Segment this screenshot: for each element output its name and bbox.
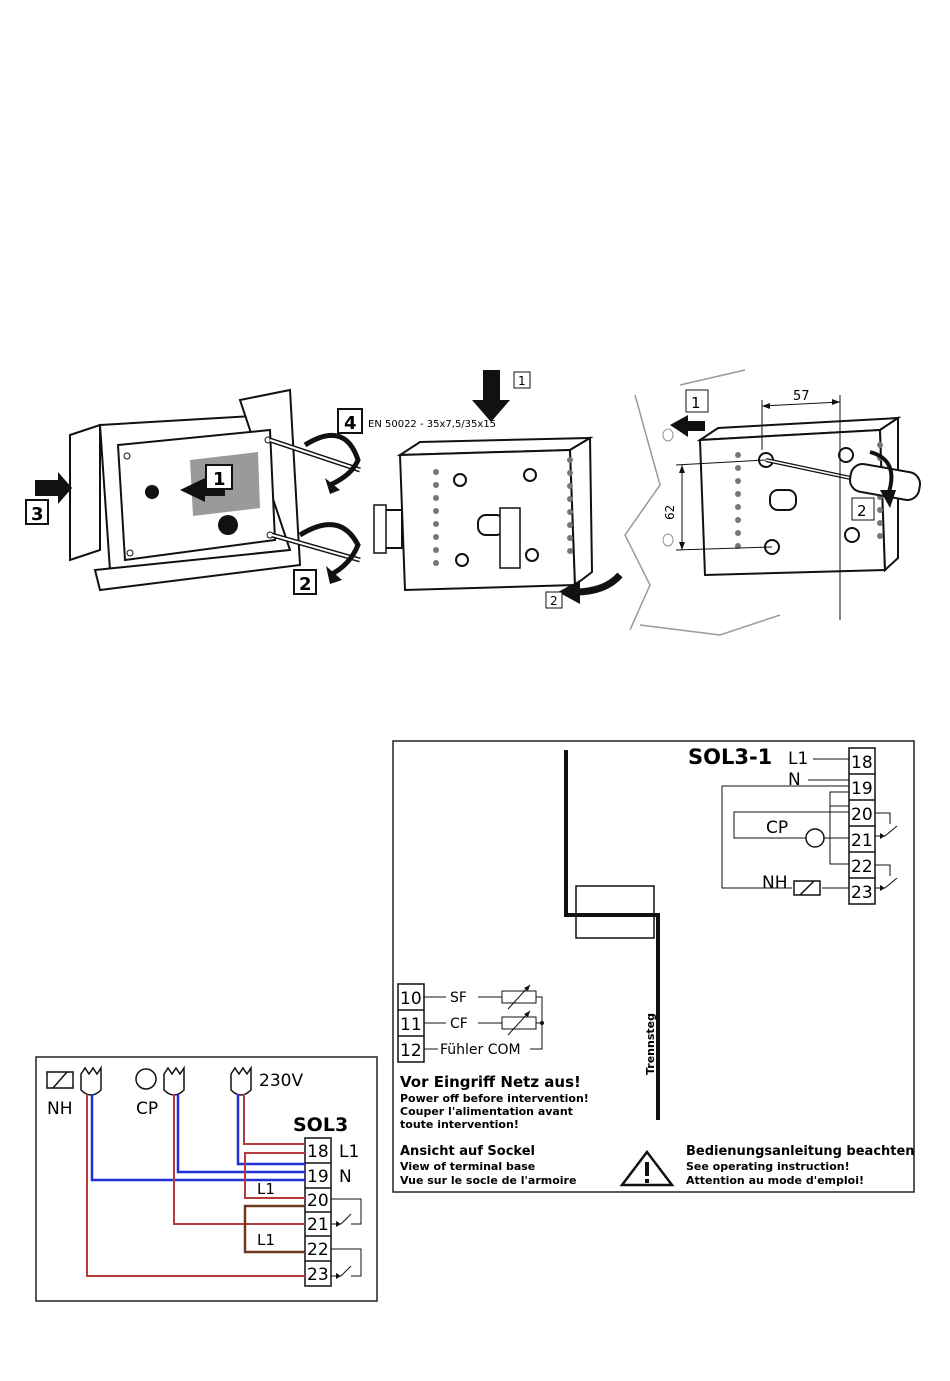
- terminal-10: 10: [400, 989, 422, 1009]
- step-label: 2: [299, 574, 312, 595]
- blue-wires: [90, 1094, 305, 1182]
- trennsteg-label: Trennsteg: [644, 1013, 657, 1075]
- step-label: 2: [857, 502, 867, 520]
- sol3-wiring-diagram: NH CP 230V SOL3 18 19 20 21 22 23 L1 N L…: [35, 1056, 378, 1302]
- step-label: 1: [213, 469, 226, 490]
- step-label: 3: [31, 504, 44, 525]
- mid-base-drawing: [373, 370, 623, 604]
- cable-gland-icons: [80, 1065, 252, 1096]
- terminal-23: 23: [851, 883, 873, 903]
- label-l1-20: L1: [257, 1180, 275, 1198]
- terminal-20: 20: [307, 1191, 329, 1211]
- rail-spec-label: EN 50022 - 35x7,5/35x15: [368, 419, 496, 430]
- warning-de: Vor Eingriff Netz aus!: [400, 1073, 581, 1091]
- terminal-22: 22: [307, 1240, 329, 1260]
- terminal-12: 12: [400, 1041, 422, 1061]
- red-wires: [86, 1094, 305, 1277]
- manual-fr: Attention au mode d'emploi!: [686, 1174, 864, 1187]
- view-fr: Vue sur le socle de l'armoire: [400, 1174, 576, 1187]
- mounting-illustration: 1 3 2 4 EN 50022 - 35x7,5/35x15 1 2: [25, 369, 921, 636]
- warning-en: Power off before intervention!: [400, 1092, 589, 1105]
- sensor-label-com: Fühler COM: [440, 1042, 521, 1058]
- right-base-drawing: [624, 369, 921, 636]
- terminal-19: 19: [851, 779, 873, 799]
- socket-outline: [575, 885, 655, 939]
- warning-triangle-icon: [619, 1149, 675, 1187]
- label-cp: CP: [136, 1099, 158, 1119]
- view-de: Ansicht auf Sockel: [400, 1144, 535, 1159]
- label-230v: 230V: [259, 1071, 303, 1091]
- sol3-1-terminal-diagram: SOL3-1 18 19 20 21 22 23 L1 N CP NH Tren…: [392, 740, 915, 1193]
- terminal-block: [304, 1137, 332, 1287]
- dimension-label: 57: [793, 389, 810, 404]
- panel-title: SOL3: [293, 1114, 348, 1136]
- terminal-22: 22: [851, 857, 873, 877]
- label-nh: NH: [47, 1099, 73, 1119]
- label-l1-22: L1: [257, 1231, 275, 1249]
- terminal-19: 19: [307, 1167, 329, 1187]
- sensor-terminal-block: [397, 983, 425, 1063]
- terminal-20: 20: [851, 805, 873, 825]
- step-label: 4: [344, 413, 357, 434]
- pump-icon: [805, 828, 825, 848]
- brown-jumper: [243, 1204, 305, 1254]
- sensor-wiring: [424, 984, 543, 1050]
- terminal-block: [848, 747, 876, 905]
- terminal-21: 21: [851, 831, 873, 851]
- divider-line: [564, 750, 660, 1120]
- label-n: N: [339, 1167, 352, 1187]
- sensor-label-sf: SF: [450, 990, 467, 1006]
- step-label: 1: [518, 374, 526, 388]
- terminal-11: 11: [400, 1015, 422, 1035]
- terminal-18: 18: [307, 1142, 329, 1162]
- left-housing-drawing: [35, 388, 361, 592]
- label-l1: L1: [788, 749, 808, 769]
- terminal-23: 23: [307, 1265, 329, 1285]
- warning-fr-2: toute intervention!: [400, 1118, 519, 1131]
- terminal-18: 18: [851, 753, 873, 773]
- label-nh: NH: [762, 873, 788, 893]
- label-n: N: [788, 770, 801, 790]
- dimension-label: 62: [663, 505, 677, 520]
- terminal-21: 21: [307, 1215, 329, 1235]
- wiring-lines: [721, 785, 898, 889]
- view-en: View of terminal base: [400, 1160, 535, 1173]
- panel-title: SOL3-1: [688, 745, 772, 769]
- manual-en: See operating instruction!: [686, 1160, 850, 1173]
- step-label: 2: [550, 594, 558, 608]
- warning-fr-1: Couper l'alimentation avant: [400, 1105, 573, 1118]
- label-l1: L1: [339, 1142, 359, 1162]
- sensor-label-cf: CF: [450, 1016, 468, 1032]
- pump-icon: [135, 1068, 157, 1090]
- manual-de: Bedienungsanleitung beachten!: [686, 1144, 915, 1159]
- label-cp: CP: [766, 818, 788, 838]
- step-label: 1: [691, 394, 701, 412]
